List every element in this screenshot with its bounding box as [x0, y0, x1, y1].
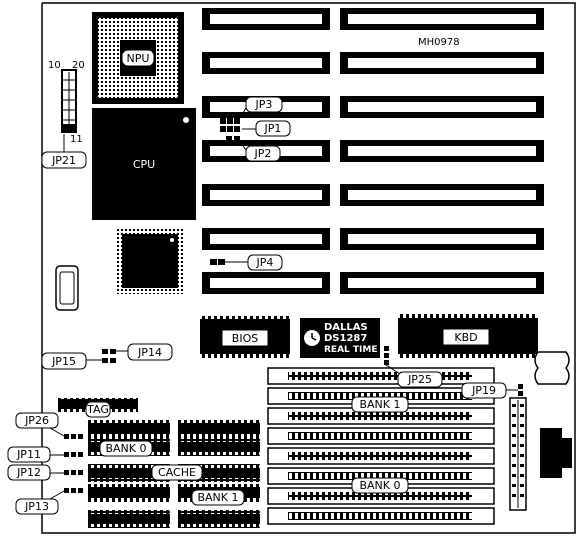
jp21-label: JP21: [51, 154, 76, 167]
kbd-label: KBD: [454, 331, 477, 344]
npu-label: NPU: [127, 52, 150, 65]
cache-label: CACHE: [158, 466, 196, 479]
rtc-chip: DALLAS DS1287 REAL TIME: [300, 318, 380, 358]
jp19-label: JP19: [471, 384, 496, 397]
jp12-label: JP12: [16, 466, 41, 479]
connector-pin-right: 20: [72, 60, 85, 71]
chipset-chip: [116, 228, 184, 294]
cache-jumpers: JP26 JP11 JP12 JP13: [7, 412, 83, 515]
jp4-jumper: JP4: [210, 254, 283, 271]
rtc-part: DS1287: [324, 333, 367, 344]
cache-chip-pins: [88, 420, 260, 528]
tag-label: TAG: [86, 403, 109, 416]
rtc-desc: REAL TIME: [324, 345, 378, 355]
npu-chip: NPU: [92, 12, 184, 104]
kbd-chip: KBD: [398, 314, 538, 358]
connector-pin-bottom: 11: [70, 134, 83, 145]
keyboard-connector: [540, 428, 572, 478]
slots-right: [340, 8, 544, 294]
jp3-label: JP3: [255, 98, 273, 111]
jp1-label: JP1: [264, 122, 282, 135]
cpu-chip: CPU: [92, 108, 196, 220]
jp14-label: JP14: [137, 346, 162, 359]
model-code: MH0978: [418, 37, 460, 48]
jp25-label: JP25: [407, 373, 432, 386]
cache-bank1-label: BANK 1: [197, 491, 238, 504]
tag-chip: TAG: [58, 398, 138, 418]
connector-pin-left: 10: [48, 60, 61, 71]
simm-bank0-label: BANK 0: [359, 479, 400, 492]
simm-bank1-label: BANK 1: [359, 398, 400, 411]
power-connector: [509, 397, 527, 511]
rtc-brand: DALLAS: [324, 322, 368, 333]
jp19-jumper: JP19: [461, 382, 523, 399]
jp2-label: JP2: [254, 147, 272, 160]
jp14-jp15-cluster: JP15 JP14: [41, 343, 173, 370]
simm-slots: BANK 1 BANK 0: [267, 367, 495, 525]
cache-bank0-label: BANK 0: [105, 442, 146, 455]
bios-chip: BIOS: [200, 316, 290, 358]
jp26-label: JP26: [24, 414, 49, 427]
bios-label: BIOS: [232, 332, 258, 345]
jp25-jumper: JP25: [384, 346, 443, 388]
jp13-label: JP13: [24, 500, 49, 513]
battery: [534, 351, 570, 385]
jp1-jp2-jp3-cluster: JP3 JP1 JP2: [220, 96, 291, 162]
jp21-connector: 10 20 11 JP21: [41, 60, 87, 169]
cpu-label: CPU: [133, 158, 155, 171]
jp11-label: JP11: [16, 448, 41, 461]
jp4-label: JP4: [256, 256, 274, 269]
jp15-label: JP15: [51, 355, 76, 368]
